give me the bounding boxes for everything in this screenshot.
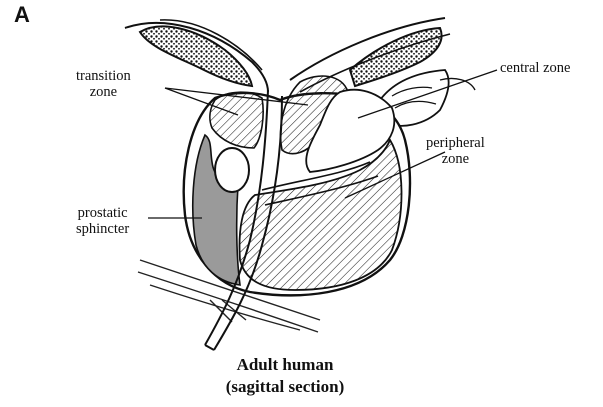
label-peripheral-line1: peripheral — [426, 135, 485, 151]
caption-line2: (sagittal section) — [200, 377, 370, 397]
label-central-zone: central zone — [500, 60, 570, 76]
label-transition-line1: transition — [76, 68, 131, 84]
label-sphincter-line1: prostatic — [76, 205, 129, 221]
label-sphincter-line2: sphincter — [76, 221, 129, 237]
utricle-oval — [215, 148, 249, 192]
pubic-bone — [125, 20, 268, 92]
caption-line1: Adult human — [200, 355, 370, 375]
label-prostatic-sphincter: prostatic sphincter — [76, 205, 129, 237]
label-peripheral-zone: peripheral zone — [426, 135, 485, 167]
label-transition-line2: zone — [76, 84, 131, 100]
label-transition-zone: transition zone — [76, 68, 131, 100]
label-peripheral-line2: zone — [426, 151, 485, 167]
